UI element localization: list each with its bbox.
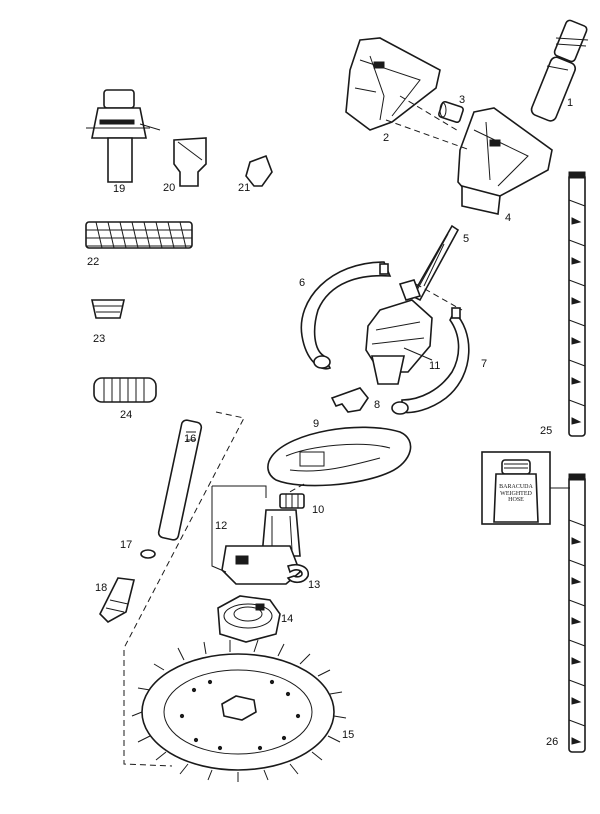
part-15-disc <box>131 639 347 782</box>
callout-26: 26 <box>546 736 559 748</box>
assembly-line-3 <box>399 95 461 133</box>
part-22-mesh <box>85 221 193 249</box>
callout-1: 1 <box>567 97 574 109</box>
part-24-cuff <box>93 377 157 403</box>
callout-2: 2 <box>383 132 390 144</box>
part-19-flow-valve <box>86 89 161 183</box>
part-21-elbow <box>245 154 273 187</box>
callout-23: 23 <box>93 333 106 345</box>
part-13-c-clip <box>286 563 310 584</box>
assembly-line-10 <box>285 483 305 495</box>
callout-16: 16 <box>184 433 197 445</box>
callout-18: 18 <box>95 582 108 594</box>
part-2-swivel-upper <box>345 37 441 131</box>
part-20-connector <box>173 137 207 187</box>
part-6-wing-left <box>300 261 392 370</box>
part-4-swivel-lower <box>457 107 553 215</box>
callout-4: 4 <box>505 212 512 224</box>
callout-13: 13 <box>308 579 321 591</box>
assembly-line-2-4 <box>385 119 471 151</box>
callout-25: 25 <box>540 425 553 437</box>
part-5-diaphragm-rod <box>398 224 460 302</box>
callout-5: 5 <box>463 233 470 245</box>
inset-label-line-1: BARACUDA <box>499 484 533 490</box>
weighted-hose-inset <box>481 451 570 525</box>
callout-15: 15 <box>342 729 355 741</box>
callout-3: 3 <box>459 94 466 106</box>
callout-19: 19 <box>113 183 126 195</box>
part-16-tube <box>157 419 203 541</box>
part-14-base <box>217 595 281 643</box>
part-7-wing-right <box>391 307 470 415</box>
callout-22: 22 <box>87 256 100 268</box>
part-17-o-ring <box>140 549 156 559</box>
part-9-foot-pad <box>267 426 412 487</box>
callout-21: 21 <box>238 182 251 194</box>
part-10-valve-key <box>279 493 305 509</box>
inset-label-line-2: WEIGHTED <box>500 490 532 497</box>
part-25-hose-section <box>568 171 586 437</box>
assembly-line-hose <box>123 411 245 767</box>
callout-9: 9 <box>313 418 320 430</box>
callout-10: 10 <box>312 504 325 516</box>
callout-24: 24 <box>120 409 133 421</box>
callout-11: 11 <box>429 360 441 372</box>
part-12-valve-body <box>211 485 301 585</box>
part-26-weighted-hose <box>568 473 586 753</box>
callout-7: 7 <box>481 358 488 370</box>
callout-14: 14 <box>281 613 294 625</box>
callout-20: 20 <box>163 182 176 194</box>
part-11-body <box>365 299 433 385</box>
callout-8: 8 <box>374 399 381 411</box>
callout-12: 12 <box>215 520 228 532</box>
part-18-adapter <box>99 577 135 623</box>
inset-hose-label: BARACUDA WEIGHTED HOSE <box>488 484 544 504</box>
callout-6: 6 <box>299 277 306 289</box>
assembly-line-7 <box>415 283 463 311</box>
part-8-clip <box>330 387 369 413</box>
part-3-bushing <box>438 100 464 124</box>
inset-label-line-3: HOSE <box>508 497 524 504</box>
part-23-cone <box>91 299 125 319</box>
callout-17: 17 <box>120 539 133 551</box>
part-1-hose-connector <box>530 19 589 122</box>
